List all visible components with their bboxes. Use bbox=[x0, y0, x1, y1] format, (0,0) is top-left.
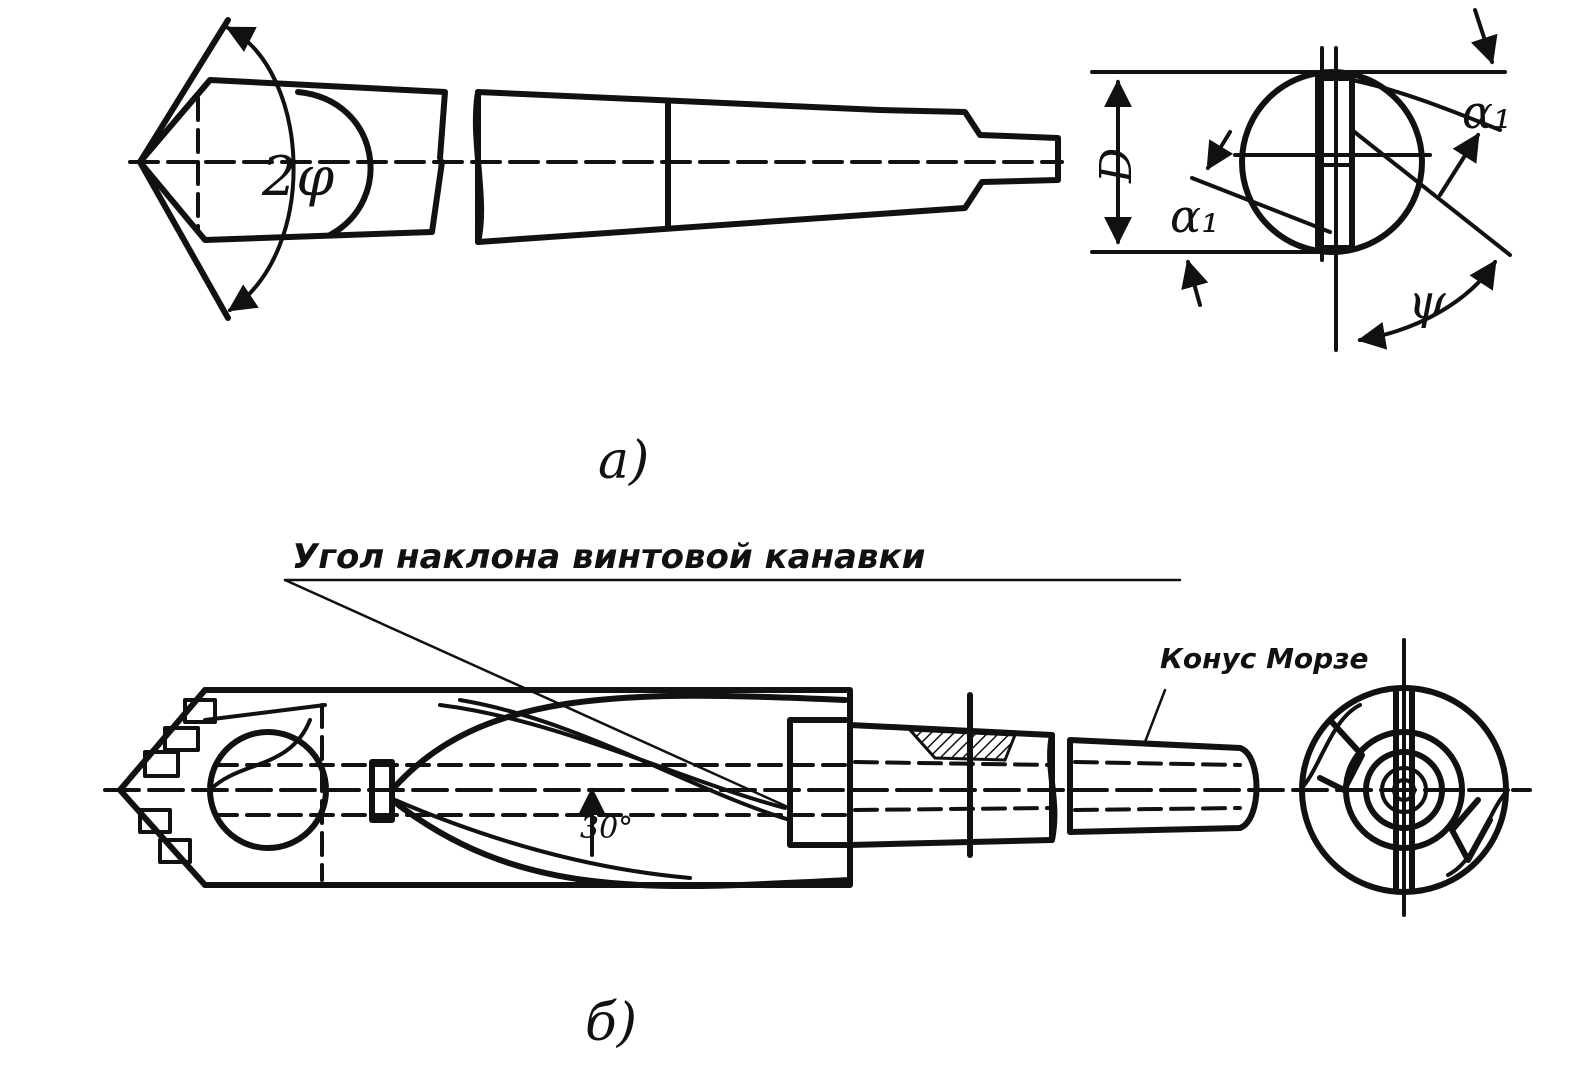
point-angle-label: 2φ bbox=[261, 145, 334, 208]
diameter-label: D bbox=[1091, 148, 1142, 184]
drill-shank: Конус Морзе bbox=[847, 642, 1368, 858]
drill-point-view: 2φ bbox=[128, 17, 1064, 321]
clearance-angle-label-bottom: α₁ bbox=[1170, 189, 1220, 243]
shank-caption: Конус Морзе bbox=[1160, 642, 1368, 675]
helix-angle-value: 30° bbox=[580, 811, 633, 846]
clearance-angle-label-top: α₁ bbox=[1462, 85, 1512, 139]
helix-angle-caption: Угол наклона винтовой канавки bbox=[292, 537, 925, 577]
figure-b-caption: б) bbox=[585, 993, 637, 1053]
figure-b: Угол наклона винтовой канавки bbox=[103, 537, 1532, 1053]
drill-body-view bbox=[472, 89, 1061, 245]
figure-a: 2φ D α₁ α₁ bbox=[128, 8, 1512, 491]
chisel-edge-angle-label: ψ bbox=[1408, 274, 1447, 330]
drill-end-view: D α₁ α₁ ψ bbox=[1090, 8, 1512, 352]
twist-drill-body: 30° bbox=[117, 687, 853, 890]
figure-a-caption: а) bbox=[598, 431, 649, 491]
twist-drill-end-view bbox=[1298, 638, 1510, 917]
